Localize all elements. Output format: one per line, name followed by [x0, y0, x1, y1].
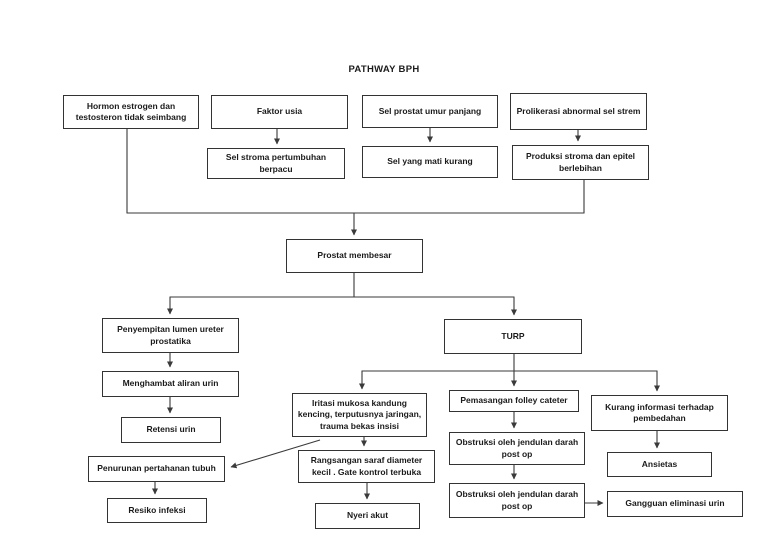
- node-penurunan-pertahanan-tubuh: Penurunan pertahanan tubuh: [88, 456, 225, 482]
- node-penyempitan-lumen: Penyempitan lumen ureter prostatika: [102, 318, 239, 353]
- node-hormon-estrogen: Hormon estrogen dan testosteron tidak se…: [63, 95, 199, 129]
- node-menghambat-aliran-urin: Menghambat aliran urin: [102, 371, 239, 397]
- node-obstruksi-jendulan-2: Obstruksi oleh jendulan darah post op: [449, 483, 585, 518]
- node-produksi-stroma-epitel: Produksi stroma dan epitel berlebihan: [512, 145, 649, 180]
- node-turp: TURP: [444, 319, 582, 354]
- node-sel-stroma-berpacu: Sel stroma pertumbuhan berpacu: [207, 148, 345, 179]
- node-faktor-usia: Faktor usia: [211, 95, 348, 129]
- node-iritasi-mukosa: Iritasi mukosa kandung kencing, terputus…: [292, 393, 427, 437]
- node-obstruksi-jendulan-1: Obstruksi oleh jendulan darah post op: [449, 432, 585, 465]
- node-gangguan-eliminasi-urin: Gangguan eliminasi urin: [607, 491, 743, 517]
- node-pemasangan-folley-cateter: Pemasangan folley cateter: [449, 390, 579, 412]
- node-retensi-urin: Retensi urin: [121, 417, 221, 443]
- node-ansietas: Ansietas: [607, 452, 712, 477]
- diagram-title: PATHWAY BPH: [348, 64, 420, 75]
- node-sel-prostat-umur-panjang: Sel prostat umur panjang: [362, 95, 498, 128]
- node-nyeri-akut: Nyeri akut: [315, 503, 420, 529]
- node-resiko-infeksi: Resiko infeksi: [107, 498, 207, 523]
- node-prostat-membesar: Prostat membesar: [286, 239, 423, 273]
- node-sel-yang-mati-kurang: Sel yang mati kurang: [362, 146, 498, 178]
- node-rangsangan-saraf: Rangsangan saraf diameter kecil . Gate k…: [298, 450, 435, 483]
- node-kurang-informasi: Kurang informasi terhadap pembedahan: [591, 395, 728, 431]
- node-proliferasi-abnormal: Prolikerasi abnormal sel strem: [510, 93, 647, 130]
